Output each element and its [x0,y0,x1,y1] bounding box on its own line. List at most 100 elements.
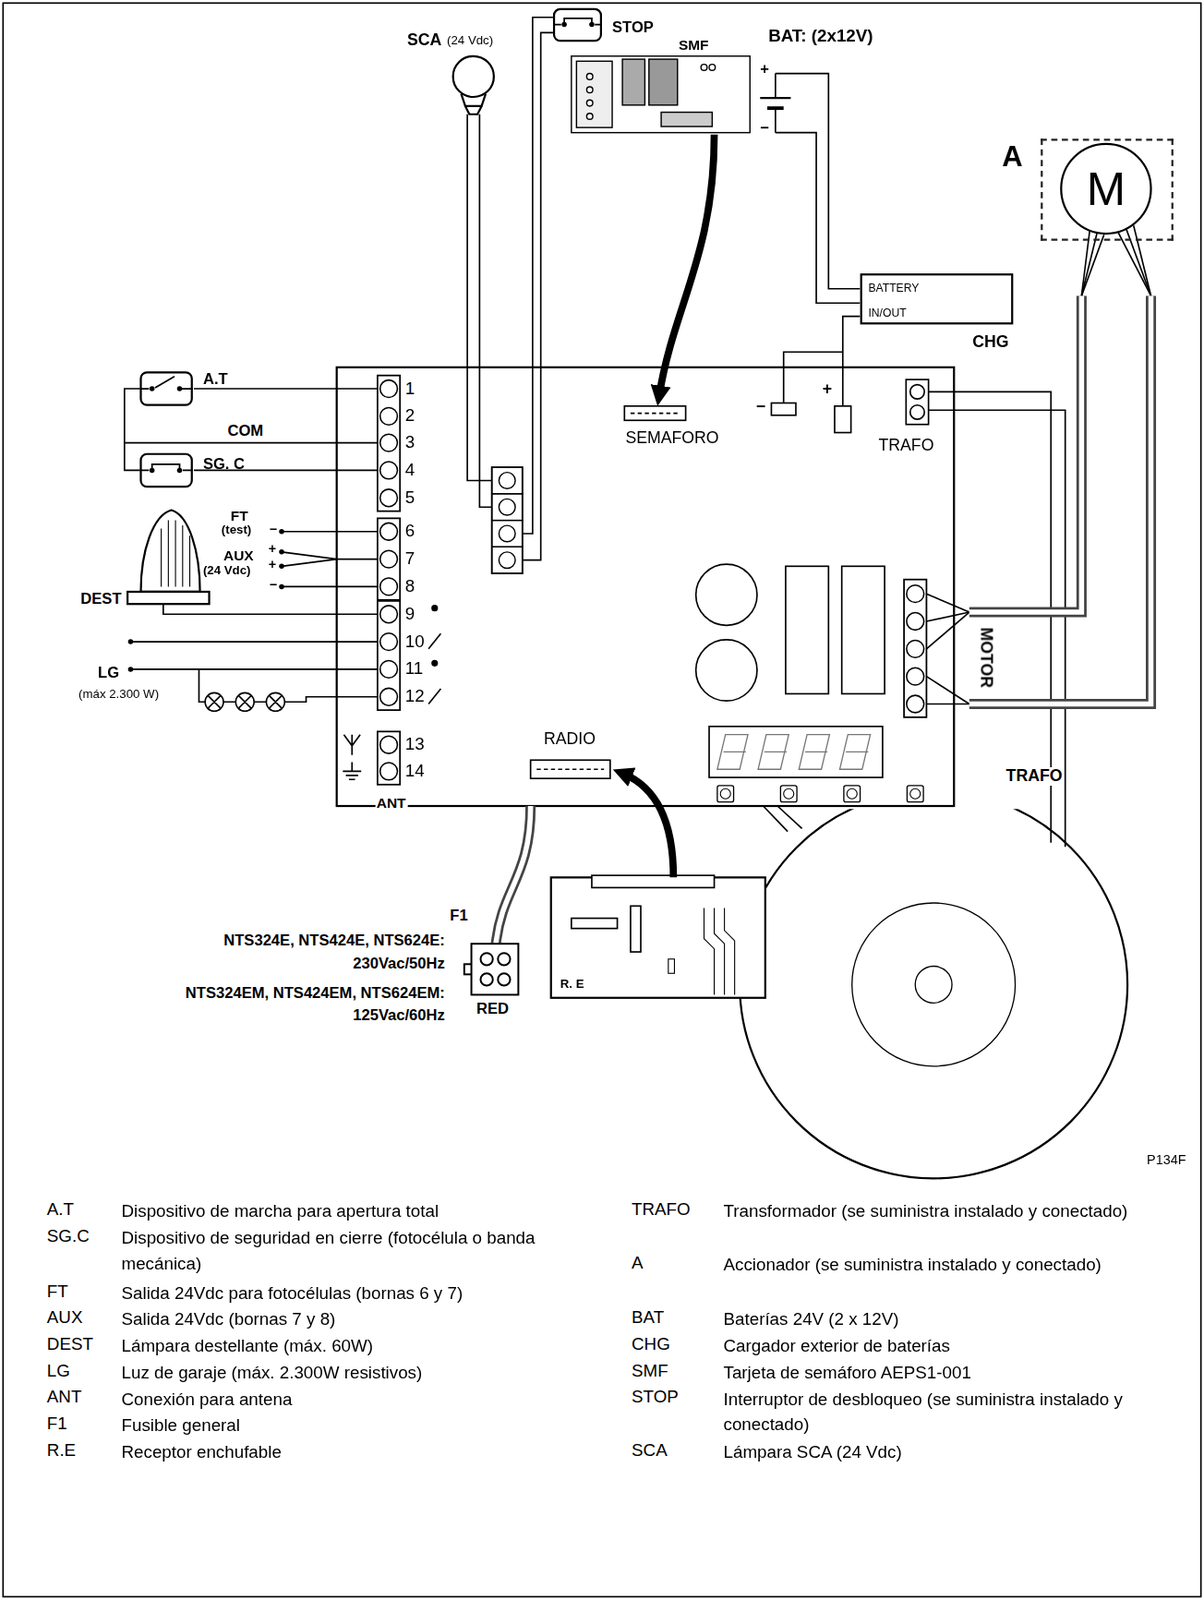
relay-contact [428,688,441,705]
antenna-symbol [342,734,362,781]
control-board [337,367,955,807]
wire [1081,233,1097,296]
legend-text: Salida 24Vdc para fotocélulas (bornas 6 … [120,1281,551,1307]
board-component [696,639,758,701]
garage-lamp [204,692,285,711]
relay-contact [432,661,438,667]
semaphore-card [649,59,678,106]
receiver-card [571,918,618,929]
wire [193,387,378,390]
push-button [717,785,924,803]
switch-box: STOP [553,8,602,42]
switch-box: A.T [139,371,193,407]
motor-terminal-block [903,579,927,718]
part-label: R. E [559,977,586,992]
sca-terminal-block [492,520,523,548]
terminal-number: 3 [404,433,417,454]
legend-key: TRAFO [630,1200,692,1221]
legend-text: Conexión para antena [120,1387,551,1413]
terminal-block [380,489,398,507]
legend-key: CHG [630,1334,672,1355]
node-text: SG. C [203,455,245,473]
seven-segment-display [798,734,830,771]
board-connector [530,379,929,779]
legend-key: BAT [630,1308,665,1329]
cable [495,295,1151,944]
semaphore-card [571,56,750,133]
terminal-block [380,661,398,679]
push-button [783,788,795,799]
part-label: + [758,59,771,77]
legend-text: Transformador (se suministra instalado y… [722,1200,1132,1226]
semaphore-card [700,64,708,72]
insert-arrow [622,773,674,879]
sca-terminal-block [498,552,516,569]
node-text: IN/OUT [867,306,906,320]
motor-terminal-block [906,613,925,631]
part-label: (máx 2.300 W) [77,687,160,702]
terminal-number: 9 [404,603,417,625]
part-label: TRAFO [877,436,935,456]
legend-text: Lámpara SCA (24 Vdc) [722,1440,1132,1466]
part-label: TRAFO [1005,767,1064,786]
seven-segment-display [717,734,871,771]
part-label: 230Vac/50Hz [351,953,446,972]
board-connector [530,759,611,779]
wire [775,132,861,304]
part-label: + [267,541,278,558]
receiver-card [551,877,766,998]
terminal-block [377,375,400,512]
node-text: M [1086,165,1126,213]
legend-key: A.T [46,1200,75,1221]
mains-connector [480,973,493,986]
terminal-block [380,522,398,541]
battery-symbol [759,97,791,109]
wire [1118,232,1151,297]
wire [842,316,861,407]
wire [130,668,377,671]
toroidal-transformer [915,966,952,1004]
part-label: + [267,556,278,573]
part-label: SMF [677,36,711,54]
node-text: BATTERY [867,281,919,295]
legend-text: Receptor enchufable [120,1440,551,1466]
switch-contact [589,22,595,28]
node-text: CHG [972,332,1009,351]
actuator-box: AM [1040,138,1174,241]
wire-dot [128,666,134,673]
wire-dot [278,564,285,570]
switch-contact [177,468,183,474]
sca-lamp [453,56,494,97]
semaphore-card [576,60,613,128]
mains-connector [497,952,510,965]
part-label: RADIO [542,729,597,748]
wire [926,676,969,705]
wire [926,703,969,706]
wire [522,17,554,534]
terminal-block [380,380,398,398]
board-connector [770,403,796,416]
terminal-block [380,461,398,480]
switch-contact [149,22,595,473]
relay-contact [432,605,438,612]
terminal-block [380,550,398,568]
push-button [843,785,861,803]
board-component [696,564,758,626]
motor-terminal-block [906,639,925,658]
part-label: (test) [220,523,253,538]
push-button [780,785,797,803]
motor-terminal-block [906,667,925,686]
switch-contact [149,385,156,392]
insert-arrow [659,134,715,397]
part-label: ANT [375,794,408,812]
wire [479,114,492,507]
sca-terminal-block [492,467,523,574]
node-text: STOP [612,18,654,37]
sca-terminal-block [492,546,523,574]
cable [969,295,1152,704]
terminal-block [380,735,398,754]
node-text: A [1001,141,1023,175]
